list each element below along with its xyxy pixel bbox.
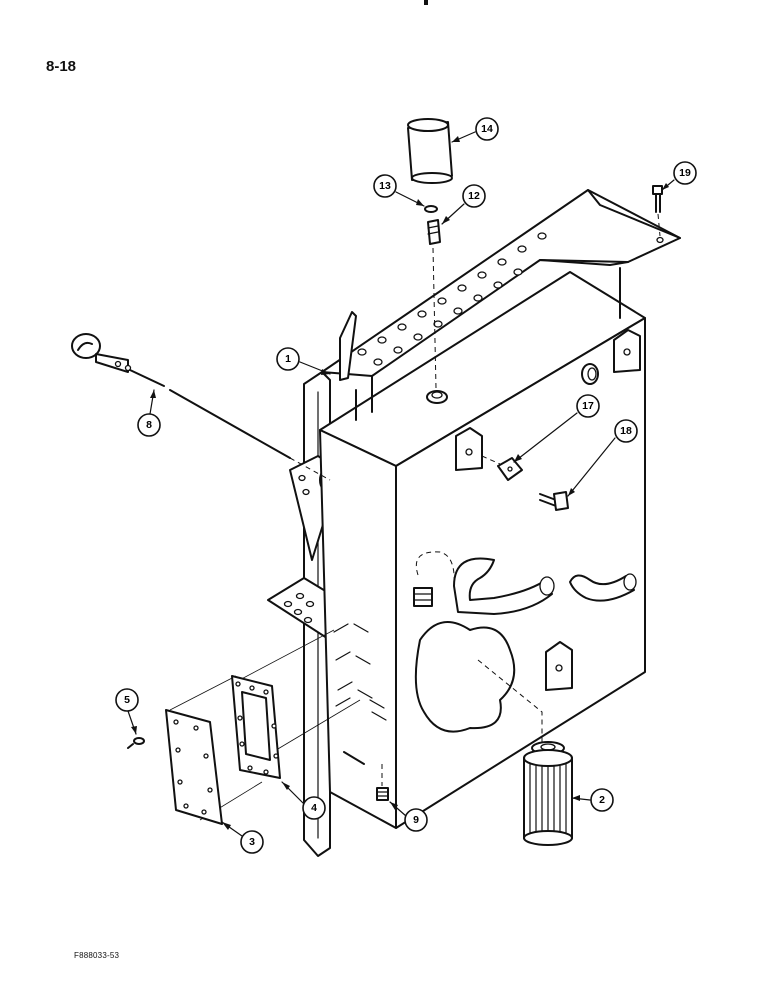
cover-studs [333,623,387,721]
callout-12: 12 [441,184,486,225]
cover-3 [165,709,223,825]
callout-12-label: 12 [468,190,480,202]
gasket-4 [231,675,281,779]
dipstick [71,333,291,459]
callout-1-label: 1 [285,353,291,365]
figure-code: F888033-53 [74,951,120,960]
callout-18: 18 [567,419,638,497]
screw-5 [127,737,145,749]
callout-19-label: 19 [679,167,691,179]
page-number: 8-18 [46,58,77,75]
callout-9: 9 [389,801,428,832]
callout-5: 5 [115,688,139,735]
callout-5-label: 5 [124,694,130,706]
breather-fitting [427,219,441,245]
top-page-mark [410,0,440,6]
callout-3-label: 3 [249,836,255,848]
callout-13: 13 [373,174,425,207]
drain-plug [376,787,389,801]
bolt-18 [539,491,569,511]
callout-4-label: 4 [311,802,317,814]
callout-2: 2 [571,788,614,812]
callout-13-label: 13 [379,180,391,192]
callout-17: 17 [513,394,600,463]
bracket-holes [357,232,664,366]
callout-9-label: 9 [413,814,419,826]
callout-3: 3 [221,821,264,854]
callout-17-label: 17 [582,400,594,412]
hydraulic-tank [319,267,646,829]
o-ring [424,205,438,213]
callouts: 1 2 3 4 5 8 9 [115,117,697,854]
bolt-19 [652,185,663,213]
callout-2-label: 2 [599,794,605,806]
callout-14: 14 [451,117,499,143]
callout-1: 1 [276,347,331,375]
callout-14-label: 14 [481,123,493,135]
callout-8: 8 [137,389,161,437]
filler-cap [407,118,453,184]
callout-19: 19 [661,161,697,191]
callout-4: 4 [281,781,326,820]
filter-element [523,741,573,846]
callout-8-label: 8 [146,419,152,431]
callout-18-label: 18 [620,425,632,437]
plate-17 [497,457,523,481]
